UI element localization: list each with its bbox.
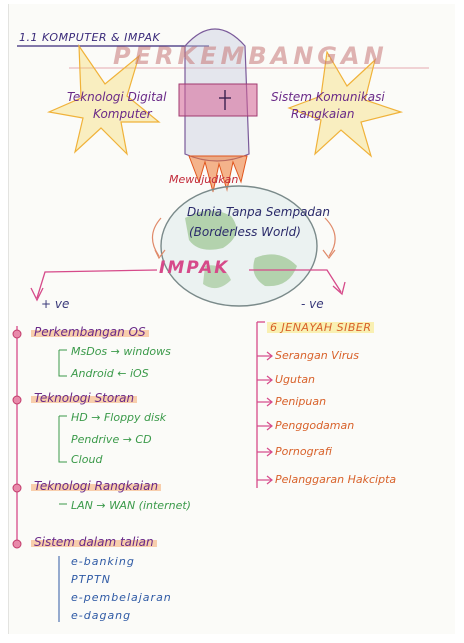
positive-group-title: Teknologi Storan [31, 392, 138, 404]
cybercrime-item: Penggodaman [275, 419, 355, 432]
positive-group-line: HD → Floppy disk [71, 411, 167, 424]
positive-group-line: Cloud [71, 453, 103, 466]
left-label-line2: Komputer [93, 107, 152, 121]
world-label-line2: (Borderless World) [189, 225, 301, 239]
cybercrime-item: Ugutan [275, 373, 316, 386]
left-star-shape [46, 43, 161, 156]
positive-group-line: e-banking [71, 555, 135, 568]
right-star-shape [287, 50, 404, 158]
negative-heading: - ve [301, 297, 324, 311]
positive-group-title: Teknologi Rangkaian [31, 480, 162, 492]
positive-heading: + ve [41, 297, 70, 311]
positive-group-line: e-dagang [71, 609, 132, 622]
cybercrime-item: Penipuan [275, 395, 327, 408]
right-label-line1: Sistem Komunikasi [271, 90, 385, 104]
left-curve-arrow [151, 217, 162, 257]
positive-group-line: Android ← iOS [71, 367, 149, 380]
impact-label: IMPAK [159, 258, 230, 278]
section-header: 1.1 KOMPUTER & IMPAK [19, 31, 161, 44]
positive-group-line: MsDos → windows [71, 345, 171, 358]
cybercrime-item: Pelanggaran Hakcipta [275, 473, 397, 486]
right-label-line2: Rangkaian [291, 107, 355, 121]
connector-label: Mewujudkan [169, 173, 239, 186]
globe-shape [160, 185, 318, 307]
world-label-line1: Dunia Tanpa Sempadan [187, 205, 331, 219]
positive-group-title: Perkembangan OS [31, 326, 149, 338]
page-title: PERKEMBANGAN [113, 42, 388, 70]
positive-arrow [36, 269, 158, 299]
cybercrime-item: Pornografi [275, 445, 332, 458]
rocket-shape [178, 28, 258, 193]
positive-group-line: LAN → WAN (internet) [71, 499, 191, 512]
positive-group-line: Pendrive → CD [71, 433, 152, 446]
negative-arrow [249, 269, 342, 293]
positive-group-line: e-pembelajaran [71, 591, 172, 604]
negative-title: 6 JENAYAH SIBER [267, 322, 375, 333]
sketch-drawing [12, 28, 429, 622]
cybercrime-item: Serangan Virus [275, 349, 359, 362]
positive-group-line: PTPTN [71, 573, 111, 586]
notes-page: 1.1 KOMPUTER & IMPAK PERKEMBANGAN Teknol… [8, 4, 455, 634]
positive-group-title: Sistem dalam talian [31, 536, 157, 548]
left-label-line1: Teknologi Digital [67, 90, 167, 104]
right-curve-arrow [324, 217, 336, 257]
